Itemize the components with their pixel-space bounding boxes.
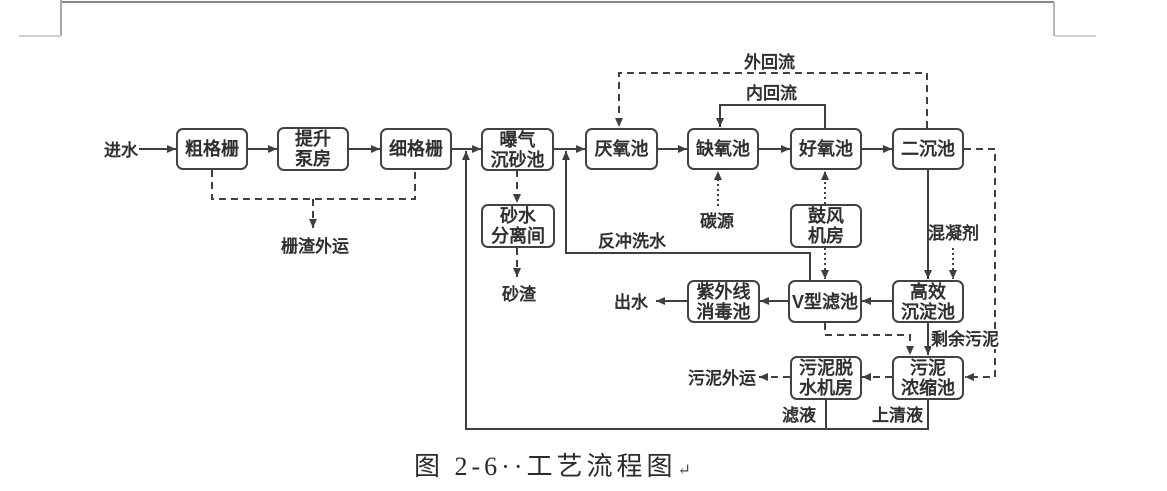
page-top-edge-line bbox=[61, 1, 1054, 3]
box-sludge-thickening-tank-line1: 污泥 bbox=[910, 358, 946, 378]
box-secondary-clarifier-label: 二沉池 bbox=[901, 139, 955, 159]
box-lift-pump-house-line2: 泵房 bbox=[295, 149, 331, 169]
external-recycle-line bbox=[615, 72, 928, 128]
label-supernatant: 上清液 bbox=[872, 406, 923, 425]
box-uv-disinfection-line1: 紫外线 bbox=[696, 281, 751, 302]
box-sludge-thickening-tank-line2: 浓缩池 bbox=[901, 378, 955, 398]
solid-flow-lines bbox=[139, 104, 932, 430]
box-sand-water-separation-line1: 砂水 bbox=[500, 206, 536, 226]
label-coagulant: 混凝剂 bbox=[928, 224, 979, 243]
margin-corner-mark-left-vertical bbox=[60, 0, 62, 36]
box-blower-room-line2: 机房 bbox=[808, 226, 844, 246]
box-aerated-grit-chamber-line1: 曝气 bbox=[499, 129, 536, 150]
label-influent: 进水 bbox=[104, 141, 138, 160]
box-anoxic-tank-label: 缺氧池 bbox=[696, 139, 750, 159]
box-sludge-dewatering-room-line1: 污泥脱 bbox=[799, 358, 853, 378]
box-lift-pump-house: 提升 泵房 bbox=[277, 127, 349, 171]
box-coarse-screen-label: 粗格栅 bbox=[185, 139, 239, 159]
box-aerated-grit-chamber-line2: 沉砂池 bbox=[490, 149, 545, 170]
box-v-type-filter-label: V型滤池 bbox=[791, 291, 858, 312]
box-lift-pump-house-line1: 提升 bbox=[295, 129, 331, 149]
label-backwash-water: 反冲洗水 bbox=[598, 232, 666, 251]
label-grit-residue: 砂渣 bbox=[502, 285, 536, 304]
screenings-collection-line bbox=[211, 170, 416, 200]
reject-water-return-line bbox=[462, 151, 928, 430]
internal-recycle-line bbox=[716, 104, 826, 128]
box-anoxic-tank: 缺氧池 bbox=[687, 128, 759, 170]
margin-corner-mark-left-horizontal bbox=[19, 35, 61, 37]
label-carbon-source: 碳源 bbox=[700, 212, 734, 231]
box-secondary-clarifier: 二沉池 bbox=[892, 128, 964, 170]
box-fine-screen: 细格栅 bbox=[380, 128, 452, 170]
box-aerobic-tank-label: 好氧池 bbox=[799, 139, 853, 159]
figure-caption: 图 2-6··工艺流程图↵ bbox=[414, 446, 691, 483]
box-sludge-dewatering-room: 污泥脱 水机房 bbox=[790, 356, 862, 400]
filter-sludge-to-thickener-line bbox=[824, 323, 914, 355]
box-blower-room: 鼓风 机房 bbox=[790, 204, 862, 248]
label-sludge-out: 污泥外运 bbox=[688, 369, 756, 388]
box-high-efficiency-sedimentation-line1: 高效 bbox=[910, 281, 946, 302]
label-filtrate: 滤液 bbox=[782, 406, 816, 425]
box-anaerobic-tank-label: 厌氧池 bbox=[594, 139, 649, 159]
box-aerobic-tank: 好氧池 bbox=[790, 128, 862, 170]
figure-caption-text: 图 2-6··工艺流程图 bbox=[414, 452, 677, 481]
backwash-water-return-line bbox=[562, 151, 811, 280]
box-v-type-filter: V型滤池 bbox=[788, 280, 862, 323]
box-sand-water-separation: 砂水 分离间 bbox=[481, 204, 555, 248]
label-excess-sludge: 剩余污泥 bbox=[931, 330, 999, 349]
excess-sludge-line bbox=[964, 148, 996, 381]
label-internal-recycle: 内回流 bbox=[746, 84, 797, 103]
margin-corner-mark-right-vertical bbox=[1053, 2, 1055, 36]
box-uv-disinfection: 紫外线 消毒池 bbox=[687, 280, 760, 323]
margin-corner-mark-right-horizontal bbox=[1055, 35, 1096, 37]
box-fine-screen-label: 细格栅 bbox=[389, 139, 443, 159]
box-uv-disinfection-line2: 消毒池 bbox=[696, 301, 751, 322]
box-blower-room-line1: 鼓风 bbox=[808, 206, 844, 226]
box-sand-water-separation-line2: 分离间 bbox=[491, 226, 545, 246]
box-sludge-dewatering-room-line2: 水机房 bbox=[799, 378, 853, 398]
label-screenings-out: 栅渣外运 bbox=[281, 237, 349, 256]
paragraph-mark-icon: ↵ bbox=[677, 462, 691, 479]
box-high-efficiency-sedimentation: 高效 沉淀池 bbox=[892, 280, 964, 323]
box-coarse-screen: 粗格栅 bbox=[176, 128, 248, 170]
dotted-flow-lines bbox=[714, 171, 957, 279]
dashed-flow-lines bbox=[211, 72, 996, 381]
box-high-efficiency-sedimentation-line2: 沉淀池 bbox=[901, 301, 955, 322]
box-aerated-grit-chamber: 曝气 沉砂池 bbox=[481, 128, 554, 171]
label-external-recycle: 外回流 bbox=[744, 53, 795, 72]
box-sludge-thickening-tank: 污泥 浓缩池 bbox=[892, 356, 964, 400]
label-effluent: 出水 bbox=[614, 293, 648, 312]
box-anaerobic-tank: 厌氧池 bbox=[585, 128, 658, 170]
